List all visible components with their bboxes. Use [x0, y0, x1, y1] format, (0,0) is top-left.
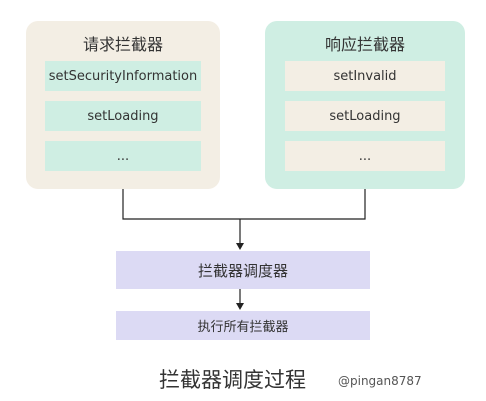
response-interceptor-group: 响应拦截器 setInvalid setLoading ... — [265, 21, 465, 189]
request-interceptor-group: 请求拦截器 setSecurityInformation setLoading … — [26, 21, 220, 189]
request-group-title: 请求拦截器 — [82, 35, 163, 54]
arrow-to-scheduler-head — [236, 243, 244, 250]
response-group-title: 响应拦截器 — [324, 35, 405, 54]
response-item-loading: setLoading — [285, 101, 445, 131]
diagram-caption: 拦截器调度过程 — [159, 368, 306, 392]
arrow-to-execute-head — [236, 303, 244, 310]
execute-all-interceptors-box: 执行所有拦截器 — [116, 311, 370, 340]
response-item-invalid: setInvalid — [285, 61, 445, 91]
response-item-more: ... — [285, 141, 445, 171]
request-item-loading: setLoading — [45, 101, 201, 131]
request-item-security: setSecurityInformation — [45, 61, 201, 91]
author-watermark: @pingan8787 — [338, 374, 422, 388]
interceptor-scheduler-box: 拦截器调度器 — [116, 251, 370, 289]
request-item-more: ... — [45, 141, 201, 171]
merge-connector — [122, 189, 366, 220]
